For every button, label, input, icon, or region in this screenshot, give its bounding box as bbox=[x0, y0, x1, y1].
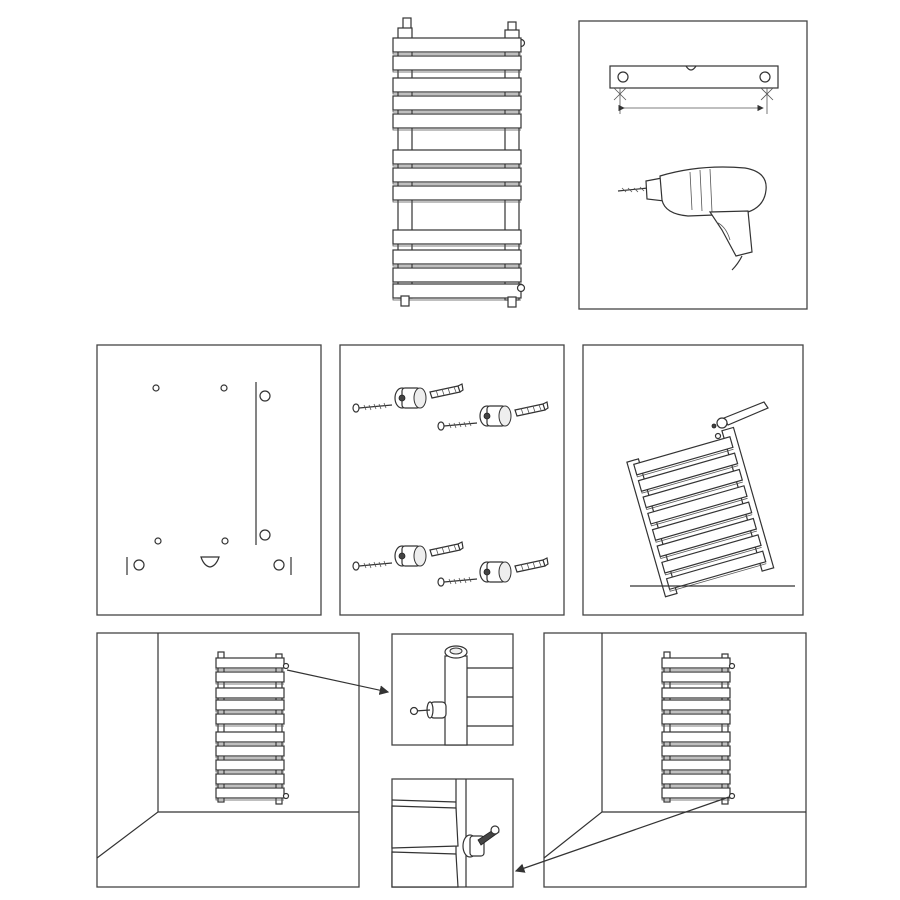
screw-icon bbox=[437, 576, 478, 587]
screw-icon bbox=[352, 560, 393, 571]
radiator-panel bbox=[661, 759, 731, 771]
wall-plug-icon bbox=[514, 557, 549, 573]
mark-holes bbox=[133, 384, 285, 571]
radiator-panel bbox=[392, 167, 522, 183]
radiator-panel bbox=[392, 229, 522, 245]
radiator-panel bbox=[392, 149, 522, 165]
bottom-valves bbox=[400, 283, 526, 308]
right-collector bbox=[275, 653, 283, 805]
radiator-panels bbox=[392, 37, 522, 301]
radiator-panel bbox=[392, 185, 522, 201]
bracket-spacer-icon bbox=[282, 792, 290, 800]
radiator-panel bbox=[661, 687, 731, 699]
bracket-bar bbox=[609, 65, 779, 89]
room-corner-lines bbox=[543, 633, 806, 859]
radiator-panel bbox=[661, 699, 731, 711]
radiator-panel bbox=[392, 267, 522, 283]
wall-plug-icon bbox=[429, 383, 464, 399]
radiator-panel bbox=[642, 468, 744, 509]
radiator-panel bbox=[392, 95, 522, 111]
mounted-radiator bbox=[215, 651, 290, 805]
radiator-panel bbox=[661, 534, 762, 574]
radiator-panel bbox=[633, 436, 734, 476]
panel-frame-2 bbox=[578, 20, 808, 310]
radiator-panel bbox=[392, 113, 522, 129]
radiator-panel bbox=[661, 657, 731, 669]
screw-icon bbox=[352, 402, 393, 413]
radiator-panel bbox=[392, 37, 522, 53]
radiator-panel bbox=[215, 657, 285, 669]
step-mounted-upper bbox=[96, 632, 390, 888]
bracket-spacer-icon bbox=[479, 561, 512, 583]
step-mounted-lower bbox=[514, 632, 807, 888]
radiator-panel bbox=[665, 550, 767, 591]
lower-bracket-detail bbox=[391, 778, 514, 888]
fixing-kit bbox=[437, 401, 549, 431]
radiator-panel bbox=[215, 671, 285, 683]
screw-icon bbox=[437, 420, 478, 431]
measure-line bbox=[613, 87, 774, 114]
radiator-panel bbox=[661, 713, 731, 725]
radiator-panel bbox=[661, 671, 731, 683]
wall-plug-icon bbox=[429, 541, 464, 557]
step-hang-radiator bbox=[582, 344, 804, 616]
screw-icon bbox=[409, 706, 431, 716]
left-collector bbox=[217, 651, 225, 803]
radiator-panel bbox=[661, 773, 731, 785]
right-collector bbox=[721, 653, 729, 805]
collector-tube bbox=[444, 655, 468, 746]
drill-icon bbox=[617, 166, 767, 271]
radiator-panel bbox=[647, 485, 748, 525]
bracket-spacer-icon bbox=[479, 405, 512, 427]
bracket-spacer-icon bbox=[728, 662, 736, 670]
radiator-panel bbox=[215, 773, 285, 785]
radiator-panel bbox=[215, 687, 285, 699]
step-measure-and-drill bbox=[578, 20, 808, 310]
radiator-panel bbox=[215, 787, 285, 799]
radiator-panel bbox=[661, 731, 731, 743]
arrow-icon bbox=[514, 796, 730, 873]
fixing-kit bbox=[437, 557, 549, 587]
radiator-panel bbox=[392, 55, 522, 71]
fixing-kit bbox=[352, 541, 464, 571]
step-wall-markings bbox=[96, 344, 322, 616]
radiator-panel bbox=[637, 452, 739, 493]
bracket-spacer-icon bbox=[282, 662, 290, 670]
radiator-panel bbox=[651, 501, 753, 542]
fixing-kit bbox=[352, 383, 464, 413]
mounted-radiator bbox=[661, 651, 736, 805]
upper-bracket-detail bbox=[391, 633, 514, 746]
screw-icon bbox=[477, 825, 500, 846]
spanner-icon bbox=[711, 401, 769, 440]
panel-frame-4 bbox=[339, 344, 565, 616]
radiator-panel bbox=[661, 787, 731, 799]
radiator-panel bbox=[656, 517, 758, 558]
room-corner-lines bbox=[96, 633, 359, 859]
panel-frame-3 bbox=[96, 344, 322, 616]
radiator-panel bbox=[661, 745, 731, 757]
bracket-spacer-icon bbox=[728, 792, 736, 800]
arrow-icon bbox=[286, 669, 390, 695]
step-fixing-kits bbox=[339, 344, 565, 616]
radiator-panel bbox=[215, 713, 285, 725]
radiator-panel bbox=[392, 77, 522, 93]
tilted-radiator bbox=[626, 426, 775, 598]
radiator-front-view bbox=[392, 17, 526, 308]
bracket-spacer-icon bbox=[394, 545, 427, 567]
radiator-panel bbox=[215, 699, 285, 711]
spirit-level-notch bbox=[200, 556, 220, 568]
radiator-panel bbox=[215, 759, 285, 771]
radiator-panel bbox=[215, 731, 285, 743]
bracket-spacer-icon bbox=[394, 387, 427, 409]
radiator-panel bbox=[215, 745, 285, 757]
left-collector bbox=[663, 651, 671, 803]
radiator-panel bbox=[392, 283, 522, 299]
radiator-panel bbox=[392, 249, 522, 265]
wall-plug-icon bbox=[514, 401, 549, 417]
edge-markers bbox=[126, 557, 292, 575]
